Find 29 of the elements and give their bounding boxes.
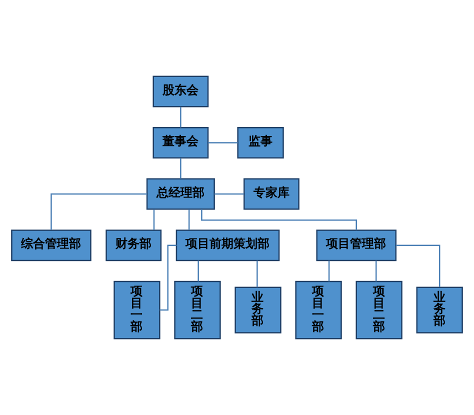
node-box: 股东会 [152, 76, 209, 108]
node-box: 项目一部 [295, 280, 342, 340]
node-box: 综合管理部 [11, 230, 92, 262]
connector [160, 244, 176, 311]
node-box: 项目管理部 [316, 230, 396, 262]
node-box: 总经理部 [146, 178, 215, 210]
node-box: 项目二部 [356, 280, 402, 340]
connector [198, 260, 199, 282]
connector [328, 260, 330, 282]
node-box: 财务部 [106, 230, 162, 262]
node-box: 专家库 [244, 178, 300, 210]
node-box: 项目二部 [174, 280, 221, 340]
connector [50, 193, 147, 230]
connector [256, 260, 258, 288]
connector [180, 158, 182, 179]
connector [180, 106, 182, 128]
connector [153, 209, 155, 230]
connector [376, 260, 377, 282]
connector [396, 244, 440, 288]
node-box: 监事 [237, 127, 284, 159]
node-box: 项目一部 [114, 280, 160, 340]
connector [201, 209, 357, 230]
connector [188, 209, 190, 230]
connector [214, 193, 244, 195]
node-box: 董事会 [152, 127, 209, 159]
node-box: 业务部 [416, 286, 463, 334]
node-box: 项目前期策划部 [176, 230, 280, 262]
connector [208, 142, 238, 144]
node-box: 业务部 [234, 286, 282, 334]
